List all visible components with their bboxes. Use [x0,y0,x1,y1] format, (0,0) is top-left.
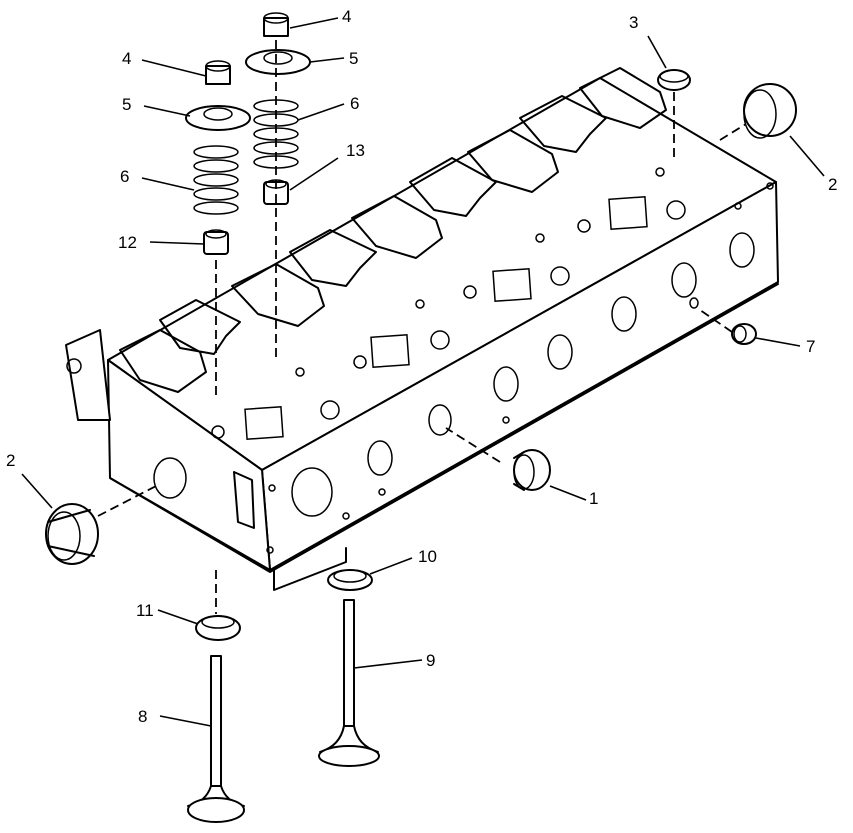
part-4-lock-left [205,60,231,85]
part-7-plug [731,323,757,345]
callout-13: 13 [346,141,365,160]
callout-9: 9 [426,651,436,670]
part-8-valve [187,655,245,823]
part-6-spring-left [193,145,239,215]
part-2-plug-right [743,83,797,139]
callout-4-left: 4 [122,49,132,68]
callout-12: 12 [118,233,137,252]
part-2-plug-left [45,503,99,565]
callout-6-right: 6 [350,94,360,113]
callout-4-top: 4 [342,7,352,26]
callout-2-right: 2 [828,175,838,194]
assembly-centerlines [97,40,747,614]
part-1-plug [513,449,551,491]
part-3-cup-plug [657,69,691,91]
part-11-seat-insert [195,615,241,641]
callout-10: 10 [418,547,437,566]
callout-3: 3 [629,13,639,32]
top-face-features [119,67,686,441]
part-12-seal [203,229,229,255]
callout-leaders [21,17,825,727]
callout-8: 8 [138,707,148,726]
callout-6-left: 6 [120,167,130,186]
part-9-valve [318,599,380,767]
part-10-seat-insert [327,569,373,591]
callout-5-left: 5 [122,95,132,114]
part-4-lock-top [263,12,289,37]
part-5-retainer-left [185,105,251,131]
callout-7: 7 [806,337,816,356]
callout-1: 1 [589,489,599,508]
callout-11: 11 [136,601,154,620]
front-face-holes [153,182,774,554]
cylinder-head-block [65,77,779,573]
callout-2-left: 2 [6,451,16,470]
callout-5-right: 5 [349,49,359,68]
part-5-retainer-right [245,49,311,75]
